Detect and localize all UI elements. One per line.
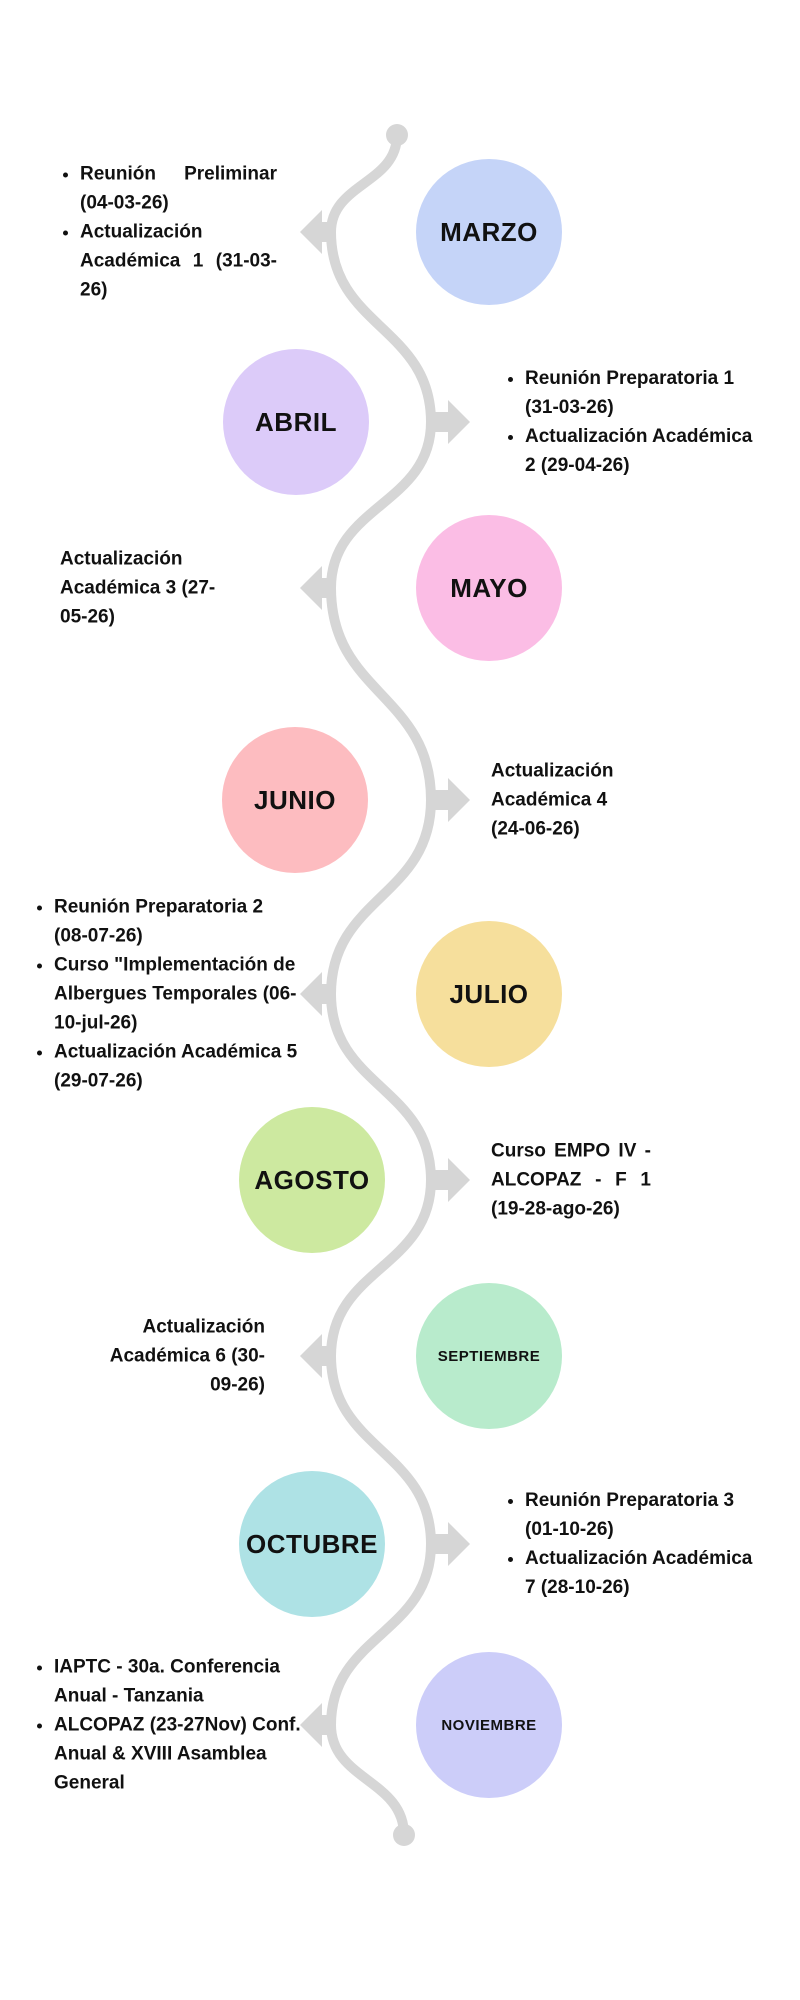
arrow-left-icon: [300, 972, 336, 1016]
events-abril: Reunión Preparatoria 1 (31-03-26)Actuali…: [497, 364, 757, 480]
events-octubre: Reunión Preparatoria 3 (01-10-26)Actuali…: [497, 1486, 762, 1602]
events-marzo: Reunión Preliminar (04-03-26)Actualizaci…: [52, 160, 277, 305]
events-junio: Actualización Académica 4 (24-06-26): [491, 757, 641, 844]
event-item: IAPTC - 30a. Conferencia Anual - Tanzani…: [54, 1653, 301, 1711]
month-circle-junio: JUNIO: [222, 727, 368, 873]
event-text: Curso EMPO IV - ALCOPAZ - F 1 (19-28-ago…: [491, 1140, 651, 1220]
events-mayo: Actualización Académica 3 (27-05-26): [60, 545, 230, 632]
month-circle-julio: JULIO: [416, 921, 562, 1067]
month-circle-noviembre: NOVIEMBRE: [416, 1652, 562, 1798]
month-label: AGOSTO: [254, 1164, 370, 1195]
event-item: Curso "Implementación de Albergues Tempo…: [54, 951, 301, 1038]
month-label: JUNIO: [254, 784, 336, 815]
events-julio: Reunión Preparatoria 2 (08-07-26)Curso "…: [26, 893, 301, 1096]
month-label: NOVIEMBRE: [441, 1716, 537, 1734]
event-item: Reunión Preliminar (04-03-26): [80, 160, 277, 218]
event-item: Actualización Académica 5 (29-07-26): [54, 1038, 301, 1096]
event-text: Actualización Académica 4 (24-06-26): [491, 760, 614, 840]
month-label: MARZO: [440, 216, 538, 247]
event-item: Reunión Preparatoria 1 (31-03-26): [525, 364, 757, 422]
event-item: Actualización Académica 1 (31-03-26): [80, 218, 277, 305]
month-label: ABRIL: [255, 406, 337, 437]
month-circle-marzo: MARZO: [416, 159, 562, 305]
event-text: Actualización Académica 6 (30-09-26): [109, 1316, 265, 1396]
events-septiembre: Actualización Académica 6 (30-09-26): [100, 1313, 265, 1400]
month-circle-octubre: OCTUBRE: [239, 1471, 385, 1617]
event-item: ALCOPAZ (23-27Nov) Conf. Anual & XVIII A…: [54, 1711, 301, 1798]
month-circle-septiembre: SEPTIEMBRE: [416, 1283, 562, 1429]
month-circle-abril: ABRIL: [223, 349, 369, 495]
event-item: Reunión Preparatoria 2 (08-07-26): [54, 893, 301, 951]
arrow-right-icon: [430, 400, 470, 444]
month-label: MAYO: [450, 572, 528, 603]
arrow-left-icon: [300, 210, 336, 254]
event-text: Actualización Académica 3 (27-05-26): [60, 548, 216, 628]
event-item: Actualización Académica 2 (29-04-26): [525, 422, 757, 480]
arrow-right-icon: [430, 1522, 470, 1566]
start-dot: [386, 124, 408, 146]
events-noviembre: IAPTC - 30a. Conferencia Anual - Tanzani…: [26, 1653, 301, 1798]
events-agosto: Curso EMPO IV - ALCOPAZ - F 1 (19-28-ago…: [491, 1137, 651, 1224]
arrow-left-icon: [300, 1703, 336, 1747]
month-label: SEPTIEMBRE: [437, 1347, 541, 1365]
arrow-right-icon: [430, 778, 470, 822]
arrow-right-icon: [430, 1158, 470, 1202]
event-item: Reunión Preparatoria 3 (01-10-26): [525, 1486, 762, 1544]
arrow-left-icon: [300, 1334, 336, 1378]
month-circle-agosto: AGOSTO: [239, 1107, 385, 1253]
arrow-left-icon: [300, 566, 336, 610]
event-item: Actualización Académica 7 (28-10-26): [525, 1544, 762, 1602]
month-circle-mayo: MAYO: [416, 515, 562, 661]
end-dot: [393, 1824, 415, 1846]
month-label: JULIO: [449, 978, 529, 1009]
month-label: OCTUBRE: [245, 1528, 379, 1559]
